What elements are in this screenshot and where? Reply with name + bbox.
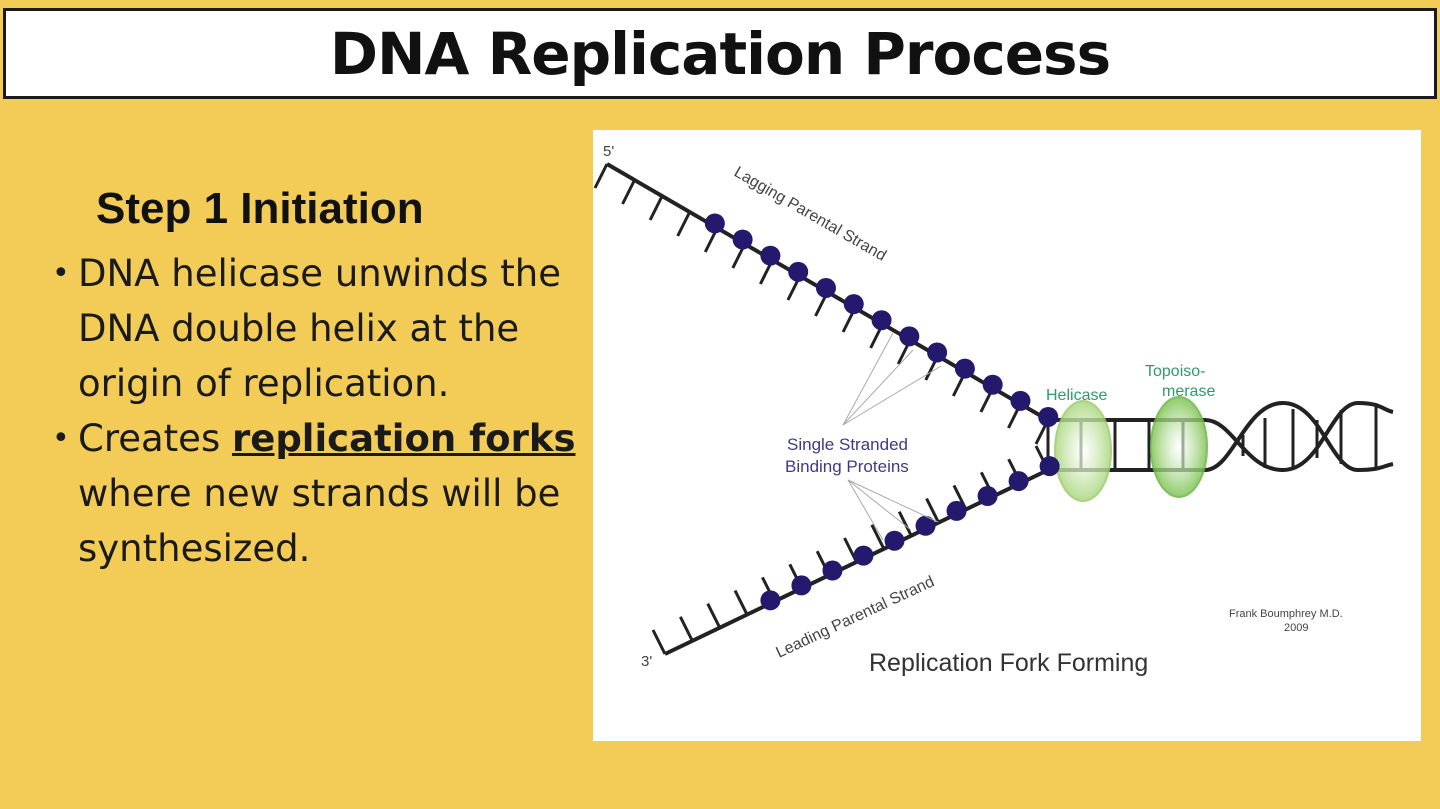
- ssb-protein: [791, 575, 812, 596]
- double-helix: [1204, 400, 1394, 473]
- ssb-pointer-lines: [842, 332, 942, 541]
- bullet-item: • DNA helicase unwinds the DNA double he…: [48, 246, 578, 411]
- base-tick: [870, 524, 886, 550]
- base-tick: [925, 497, 940, 524]
- helicase-label: Helicase: [1046, 387, 1107, 404]
- base-tick: [651, 629, 667, 655]
- ssb-protein: [760, 245, 781, 266]
- fork-svg: 5' 3' Lagging Parental Strand Leading Pa…: [593, 143, 1394, 677]
- ssb-protein: [843, 294, 864, 315]
- ssb-protein: [1010, 390, 1031, 411]
- bullet-suffix: where new strands will be synthesized.: [78, 472, 561, 570]
- base-tick: [648, 195, 664, 221]
- ssb-protein: [732, 229, 753, 250]
- bullet-icon: •: [52, 421, 70, 456]
- ssb-label-line2: Binding Proteins: [785, 457, 909, 476]
- three-prime-label: 3': [641, 653, 652, 670]
- ssb-protein: [899, 326, 920, 347]
- base-tick: [593, 163, 609, 189]
- credit-line2: 2009: [1284, 622, 1308, 634]
- ssb-protein: [871, 310, 892, 331]
- bullet-item: • Creates replication forks where new st…: [48, 411, 578, 576]
- base-tick: [733, 589, 749, 616]
- ssb-protein: [927, 342, 948, 363]
- base-tick: [676, 211, 692, 237]
- ssb-protein: [822, 560, 843, 581]
- replication-fork-diagram: 5' 3' Lagging Parental Strand Leading Pa…: [593, 130, 1421, 741]
- ssb-protein: [884, 530, 905, 551]
- helicase-enzyme: [1054, 400, 1112, 502]
- lagging-strand-bases: [593, 163, 1050, 445]
- bullet-prefix: Creates: [78, 417, 232, 460]
- ssb-protein: [954, 358, 975, 379]
- base-tick: [679, 616, 694, 642]
- ssb-protein: [788, 261, 809, 282]
- topoisomerase-enzyme: [1150, 396, 1208, 498]
- ssb-protein: [946, 500, 967, 521]
- ssb-protein: [915, 515, 936, 536]
- ssb-upper-group: [704, 213, 1059, 427]
- credit-line1: Frank Boumphrey M.D.: [1229, 608, 1343, 620]
- ssb-protein: [1008, 471, 1029, 492]
- bullet-text: DNA helicase unwinds the DNA double heli…: [78, 252, 561, 405]
- bullet-icon: •: [52, 256, 70, 291]
- ssb-label-line1: Single Stranded: [787, 435, 908, 454]
- ssb-protein: [815, 277, 836, 298]
- base-tick: [897, 511, 913, 537]
- ssb-protein: [1039, 456, 1060, 477]
- topoisomerase-label-line1: Topoiso-: [1145, 363, 1205, 380]
- ssb-protein: [853, 545, 874, 566]
- ssb-protein: [982, 374, 1003, 395]
- figure-caption: Replication Fork Forming: [869, 649, 1148, 677]
- title-bar: DNA Replication Process: [3, 8, 1437, 99]
- ssb-protein: [1038, 406, 1059, 427]
- base-tick: [706, 603, 722, 629]
- topoisomerase-label-line2: merase: [1162, 383, 1215, 400]
- base-tick: [621, 179, 636, 205]
- ssb-protein: [977, 485, 998, 506]
- slide-title: DNA Replication Process: [329, 19, 1111, 88]
- step-heading: Step 1 Initiation: [96, 184, 424, 233]
- ssb-lower-group: [760, 456, 1060, 611]
- bullet-list: • DNA helicase unwinds the DNA double he…: [48, 246, 578, 576]
- key-term: replication forks: [231, 417, 576, 460]
- five-prime-label: 5': [603, 143, 614, 160]
- ssb-protein: [760, 590, 781, 611]
- ssb-protein: [704, 213, 725, 234]
